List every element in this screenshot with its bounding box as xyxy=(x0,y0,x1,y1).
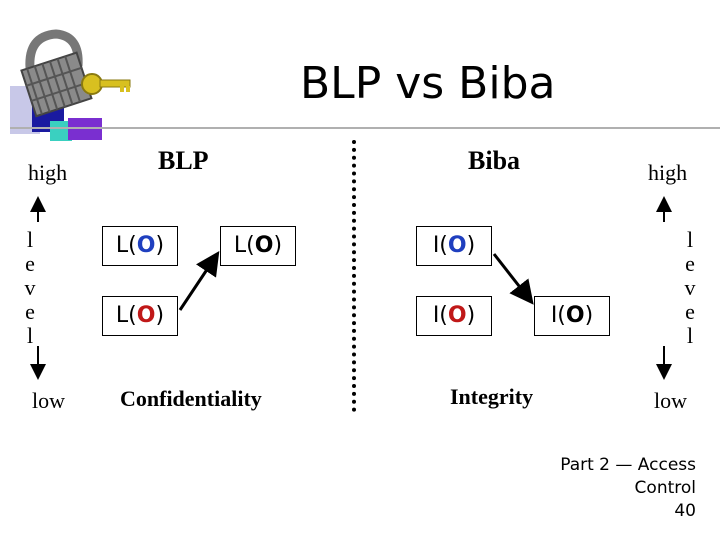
box-suffix: ) xyxy=(584,303,594,328)
blp-heading: BLP xyxy=(158,146,209,175)
level-letter: l xyxy=(26,323,34,348)
dotted-divider xyxy=(352,140,356,412)
blp-box-top-right: L(O) xyxy=(220,226,296,266)
footer-line-2: Control xyxy=(634,478,696,498)
slide-title: BLP vs Biba xyxy=(300,58,556,109)
box-suffix: ) xyxy=(466,303,476,328)
object-letter: O xyxy=(136,303,156,328)
level-letter: l xyxy=(26,227,34,252)
level-letter: e xyxy=(25,299,35,324)
blp-box-top-left: L(O) xyxy=(102,226,178,266)
level-letter: l xyxy=(686,323,694,348)
object-letter: O xyxy=(136,233,156,258)
blp-box-bottom-left: L(O) xyxy=(102,296,178,336)
footer-line-1: Part 2 — Access xyxy=(560,455,696,475)
box-suffix: ) xyxy=(155,233,165,258)
object-letter: O xyxy=(254,233,274,258)
level-letter: e xyxy=(685,251,695,276)
box-prefix: L( xyxy=(233,233,255,258)
slide-footer: Part 2 — Access Control 40 xyxy=(560,454,696,523)
level-letter: e xyxy=(25,251,35,276)
blp-write-up-arrow xyxy=(178,251,220,311)
object-letter: O xyxy=(447,303,467,328)
biba-box-bottom-left: I(O) xyxy=(416,296,492,336)
box-prefix: I( xyxy=(432,233,448,258)
biba-box-bottom-right: I(O) xyxy=(534,296,610,336)
box-suffix: ) xyxy=(155,303,165,328)
box-suffix: ) xyxy=(273,233,283,258)
blp-high-label: high xyxy=(28,160,68,185)
biba-write-down-arrow xyxy=(492,253,534,305)
biba-low-label: low xyxy=(654,388,687,413)
level-letter: e xyxy=(685,299,695,324)
biba-high-label: high xyxy=(648,160,688,185)
biba-level-label: l e v e l xyxy=(680,228,700,348)
blp-caption: Confidentiality xyxy=(120,386,262,411)
biba-heading: Biba xyxy=(468,146,521,175)
title-underline xyxy=(10,127,720,129)
biba-box-top-left: I(O) xyxy=(416,226,492,266)
page-number: 40 xyxy=(674,501,696,521)
box-prefix: L( xyxy=(115,303,137,328)
blp-low-label: low xyxy=(32,388,65,413)
biba-caption: Integrity xyxy=(450,384,534,409)
box-prefix: I( xyxy=(432,303,448,328)
padlock-key-logo-icon xyxy=(8,26,138,141)
object-letter: O xyxy=(447,233,467,258)
blp-level-label: l e v e l xyxy=(20,228,40,348)
level-letter: v xyxy=(24,275,36,300)
box-suffix: ) xyxy=(466,233,476,258)
object-letter: O xyxy=(565,303,585,328)
level-letter: v xyxy=(684,275,696,300)
box-prefix: L( xyxy=(115,233,137,258)
level-letter: l xyxy=(686,227,694,252)
box-prefix: I( xyxy=(550,303,566,328)
